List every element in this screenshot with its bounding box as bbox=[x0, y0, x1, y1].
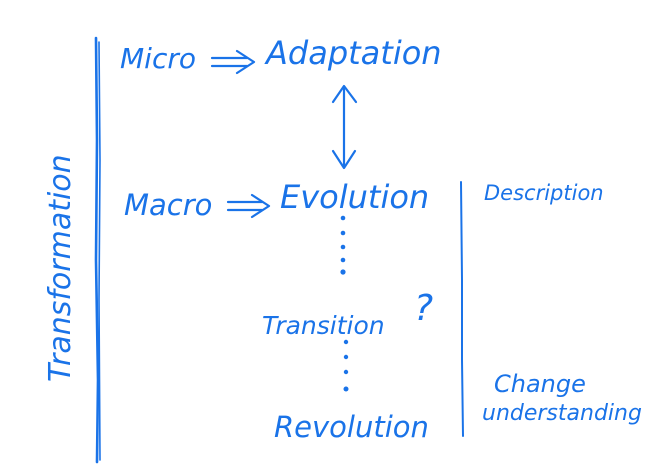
left-vertical-rule-inner bbox=[98, 41, 101, 461]
macro-arrow bbox=[226, 193, 271, 219]
dotted-connector-lower bbox=[343, 339, 349, 392]
description-label: Description bbox=[484, 181, 604, 205]
question-mark: ? bbox=[414, 288, 433, 329]
adaptation-label: Adaptation bbox=[264, 34, 442, 72]
right-vertical-rule bbox=[460, 181, 464, 437]
left-vertical-rule bbox=[94, 36, 100, 464]
dotted-connector-upper bbox=[340, 215, 346, 275]
revolution-label: Revolution bbox=[274, 410, 429, 444]
macro-label: Macro bbox=[124, 188, 212, 222]
transformation-label: Transformation bbox=[43, 154, 78, 382]
change-label: Change bbox=[494, 370, 586, 398]
evolution-label: Evolution bbox=[280, 178, 429, 216]
micro-label: Micro bbox=[120, 42, 196, 75]
understanding-label: understanding bbox=[482, 401, 642, 426]
micro-arrow bbox=[210, 49, 256, 75]
double-headed-arrow bbox=[331, 84, 358, 170]
transition-label: Transition bbox=[262, 311, 385, 340]
